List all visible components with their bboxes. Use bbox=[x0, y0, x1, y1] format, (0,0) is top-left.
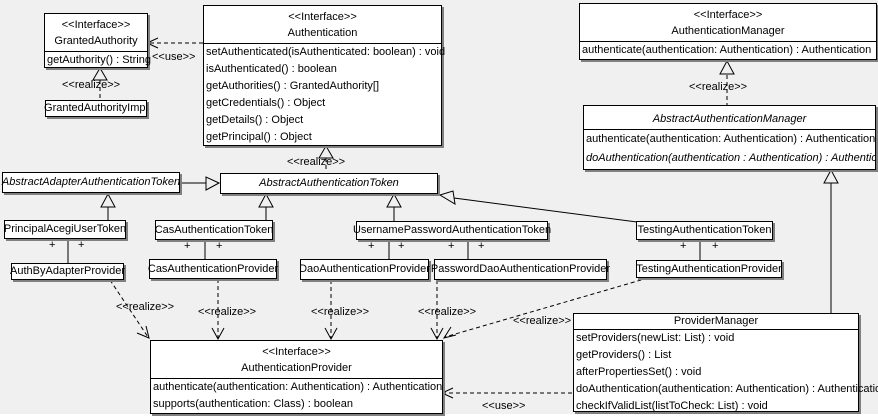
stereotype-label: <<Interface>> bbox=[288, 11, 357, 23]
class-name: ProviderManager bbox=[673, 315, 759, 327]
class-authentication[interactable]: <<Interface>> Authentication setAuthenti… bbox=[203, 5, 446, 146]
method-row: setAuthenticated(isAuthenticated: boolea… bbox=[206, 46, 446, 58]
class-name: CasAuthenticationProvider bbox=[147, 262, 279, 275]
method-row: supports(authentication: Class) : boolea… bbox=[153, 398, 353, 410]
association-plus: + bbox=[448, 240, 455, 252]
realize-label: <<realize>> bbox=[62, 79, 121, 91]
association-lines bbox=[67, 182, 832, 313]
class-name: PasswordDaoAuthenticationProvider bbox=[430, 263, 611, 275]
class-granted-authority-impl[interactable]: GrantedAuthorityImpl bbox=[44, 100, 148, 117]
realize-label: <<realize>> bbox=[198, 306, 257, 318]
class-provider-manager[interactable]: ProviderManager setProviders(newList: Li… bbox=[573, 313, 878, 412]
association-plus: + bbox=[49, 239, 56, 251]
method-row: doAuthentication(authentication: Authent… bbox=[576, 383, 878, 395]
class-name: TestingAuthenticationProvider bbox=[636, 262, 782, 275]
association-plus: + bbox=[398, 240, 405, 252]
class-name: AbstractAdapterAuthenticationToken bbox=[1, 176, 181, 188]
method-row: doAuthentication(authentication : Authen… bbox=[586, 152, 876, 164]
stereotype-label: <<Interface>> bbox=[61, 19, 131, 31]
method-row: isAuthenticated() : boolean bbox=[206, 63, 337, 75]
method-row: authenticate(authentication: Authenticat… bbox=[153, 381, 443, 393]
method-row: authenticate(authentication: Authenticat… bbox=[586, 133, 876, 145]
class-abstract-adapter-authentication-token[interactable]: AbstractAdapterAuthenticationToken bbox=[2, 172, 180, 193]
class-testing-authentication-token[interactable]: TestingAuthenticationToken bbox=[636, 221, 773, 240]
class-auth-by-adapter-provider[interactable]: AuthByAdapterProvider bbox=[10, 263, 125, 280]
class-name: AuthenticationManager bbox=[671, 25, 785, 37]
class-name: UsernamePasswordAuthenticationToken bbox=[352, 224, 552, 236]
class-cas-authentication-provider[interactable]: CasAuthenticationProvider bbox=[147, 259, 279, 279]
class-name: AbstractAuthenticationToken bbox=[259, 177, 399, 189]
realize-label: <<realize>> bbox=[418, 306, 477, 318]
association-plus: + bbox=[216, 240, 223, 252]
class-name: AuthByAdapterProvider bbox=[10, 265, 125, 277]
association-plus: + bbox=[184, 240, 191, 252]
class-cas-authentication-token[interactable]: CasAuthenticationToken bbox=[155, 220, 273, 240]
class-username-password-authentication-token[interactable]: UsernamePasswordAuthenticationToken bbox=[352, 221, 552, 240]
method-row: setProviders(newList: List) : void bbox=[576, 332, 735, 344]
realize-label: <<realize>> bbox=[311, 306, 370, 318]
stereotype-label: <<Interface>> bbox=[693, 9, 763, 21]
generalization-triangles bbox=[92, 59, 839, 208]
method-row: getAuthorities() : GrantedAuthority[] bbox=[206, 80, 380, 92]
class-name: AbstractAuthenticationManager bbox=[652, 113, 807, 125]
dashed-lines bbox=[99, 42, 728, 394]
realize-label: <<realize>> bbox=[116, 301, 175, 313]
association-plus: + bbox=[368, 240, 375, 252]
class-name: CasAuthenticationToken bbox=[154, 223, 274, 236]
class-name: DaoAuthenticationProvider bbox=[299, 263, 430, 275]
method-row: getProviders() : List bbox=[576, 349, 672, 361]
method-row: getAuthority() : String bbox=[47, 54, 151, 66]
realize-label: <<realize>> bbox=[287, 156, 346, 168]
method-row: afterPropertiesSet() : void bbox=[576, 366, 702, 378]
class-authentication-provider[interactable]: <<Interface>> AuthenticationProvider aut… bbox=[150, 340, 443, 414]
class-name: GrantedAuthority bbox=[54, 35, 138, 47]
association-plus: + bbox=[712, 240, 719, 252]
method-row: getPrincipal() : Object bbox=[206, 131, 312, 143]
class-name: TestingAuthenticationToken bbox=[637, 224, 772, 236]
method-row: getCredentials() : Object bbox=[206, 97, 326, 109]
class-abstract-authentication-token[interactable]: AbstractAuthenticationToken bbox=[220, 173, 438, 194]
method-row: authenticate(authentication: Authenticat… bbox=[582, 44, 872, 56]
stereotype-label: <<Interface>> bbox=[262, 346, 331, 358]
class-abstract-authentication-manager[interactable]: AbstractAuthenticationManager authentica… bbox=[583, 105, 876, 170]
realize-label: <<realize>> bbox=[689, 81, 748, 93]
class-dao-authentication-provider[interactable]: DaoAuthenticationProvider bbox=[299, 259, 430, 280]
class-name: GrantedAuthorityImpl bbox=[44, 102, 148, 114]
class-testing-authentication-provider[interactable]: TestingAuthenticationProvider bbox=[636, 260, 782, 278]
use-label: <<use>> bbox=[152, 51, 196, 63]
class-principal-acegi-user-token[interactable]: PrincipalAcegiUserToken bbox=[4, 220, 126, 239]
association-plus: + bbox=[478, 240, 485, 252]
association-plus: + bbox=[680, 240, 687, 252]
class-password-dao-authentication-provider[interactable]: PasswordDaoAuthenticationProvider bbox=[430, 259, 611, 280]
class-authentication-manager[interactable]: <<Interface>> AuthenticationManager auth… bbox=[579, 3, 877, 60]
use-label: <<use>> bbox=[482, 400, 526, 412]
bottom-strip bbox=[0, 414, 878, 419]
realize-label: <<realize>> bbox=[513, 315, 572, 327]
association-plus: + bbox=[78, 239, 85, 251]
class-name: PrincipalAcegiUserToken bbox=[3, 223, 127, 235]
class-name: AuthenticationProvider bbox=[241, 362, 352, 374]
class-granted-authority[interactable]: <<Interface>> GrantedAuthority getAuthor… bbox=[44, 13, 151, 68]
method-row: checkIfValidList(listToCheck: List) : vo… bbox=[576, 400, 768, 412]
method-row: getDetails() : Object bbox=[206, 114, 304, 126]
class-name: Authentication bbox=[287, 27, 358, 39]
